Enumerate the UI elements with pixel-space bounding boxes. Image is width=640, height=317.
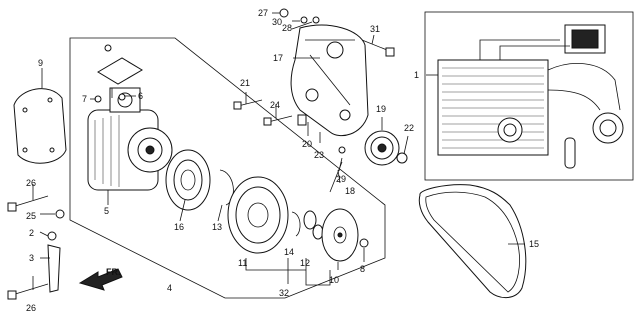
front-direction-arrow xyxy=(78,268,123,291)
compressor xyxy=(87,87,173,191)
condenser-assembly xyxy=(437,24,624,169)
callout-26a: 26 xyxy=(26,178,36,188)
callout-30: 30 xyxy=(272,17,282,27)
callout-23: 23 xyxy=(314,150,324,160)
callout-19: 19 xyxy=(376,104,386,114)
callout-18: 18 xyxy=(345,186,355,196)
armature-plate xyxy=(321,208,359,262)
clutch-pulley xyxy=(227,176,289,254)
callout-29: 29 xyxy=(336,174,346,184)
callout-31: 31 xyxy=(370,24,380,34)
condenser-box xyxy=(424,11,634,181)
front-direction-label: FR. xyxy=(106,267,121,277)
callout-10: 10 xyxy=(329,275,339,285)
callouts: 1 2 3 4 5 6 7 8 9 10 11 12 13 14 15 16 1… xyxy=(26,8,539,313)
callout-5: 5 xyxy=(104,206,109,216)
callout-3: 3 xyxy=(29,253,34,263)
callout-27: 27 xyxy=(258,8,268,18)
snap-ring-small xyxy=(291,211,301,237)
snap-ring xyxy=(219,169,234,206)
callout-12: 12 xyxy=(300,258,310,268)
callout-8: 8 xyxy=(360,264,365,274)
leader-lines xyxy=(32,12,525,290)
callout-25: 25 xyxy=(26,211,36,221)
callout-32: 32 xyxy=(279,288,289,298)
cover-plate xyxy=(13,88,67,164)
assembly-boundary xyxy=(69,37,386,299)
callout-11: 11 xyxy=(238,258,247,268)
callout-17: 17 xyxy=(273,53,283,63)
v-belt xyxy=(418,184,527,298)
callout-14: 14 xyxy=(284,247,294,257)
shim xyxy=(312,224,324,240)
idler-pulley xyxy=(364,130,400,166)
callout-15: 15 xyxy=(529,239,539,249)
callout-21: 21 xyxy=(240,78,250,88)
callout-2: 2 xyxy=(29,228,34,238)
callout-1: 1 xyxy=(414,70,419,80)
callout-20: 20 xyxy=(302,139,312,149)
callout-16: 16 xyxy=(174,222,184,232)
callout-4: 4 xyxy=(167,283,172,293)
small-bracket xyxy=(47,244,61,293)
shim xyxy=(303,210,317,230)
callout-28: 28 xyxy=(282,23,292,33)
callout-6: 6 xyxy=(138,91,143,101)
callout-24: 24 xyxy=(270,100,280,110)
mounting-bracket xyxy=(290,24,369,137)
callout-13: 13 xyxy=(212,222,222,232)
gasket-plate xyxy=(97,44,143,85)
callout-9: 9 xyxy=(38,58,43,68)
callout-26b: 26 xyxy=(26,303,36,313)
callout-7: 7 xyxy=(82,94,87,104)
field-coil xyxy=(165,149,211,211)
callout-22: 22 xyxy=(404,123,414,133)
